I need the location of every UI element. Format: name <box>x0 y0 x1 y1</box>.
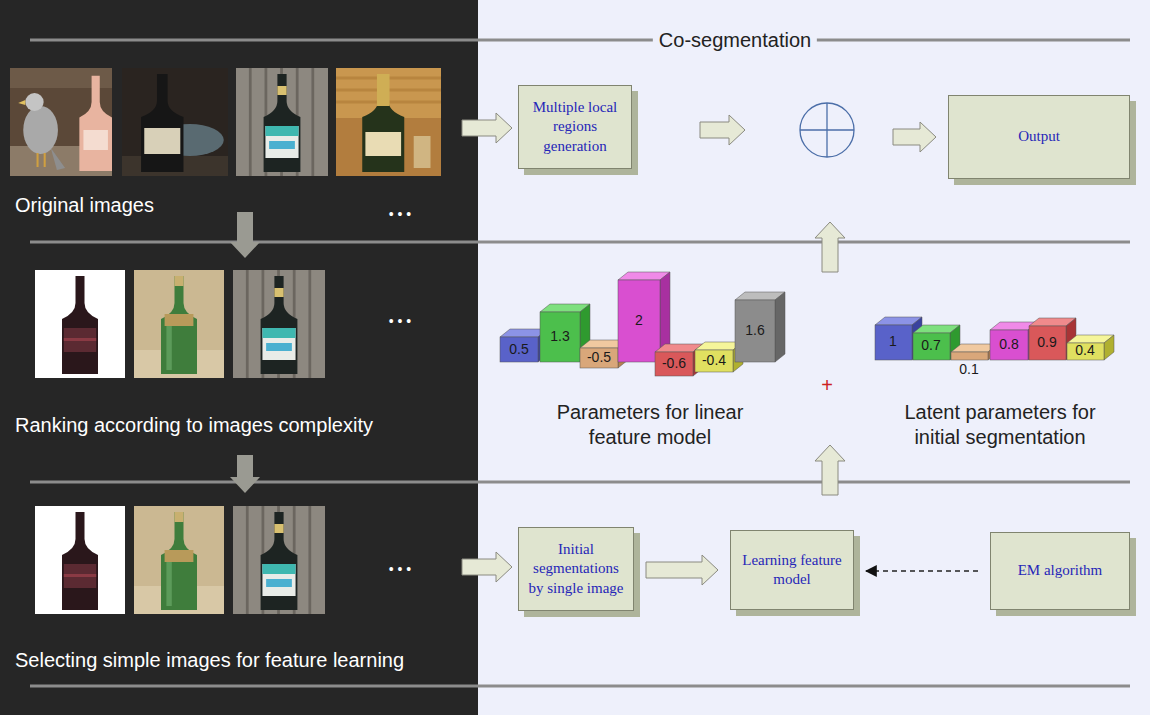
block-arrow <box>230 455 260 493</box>
bar-value: -0.5 <box>587 349 611 367</box>
process-box: Output <box>948 95 1130 179</box>
separator-lines <box>30 40 1130 686</box>
row-caption: Selecting simple images for feature lear… <box>15 648 404 673</box>
photo <box>233 270 325 378</box>
block-arrow <box>230 212 260 258</box>
photo-thumbnails <box>10 68 441 614</box>
photo <box>233 506 325 614</box>
bar-value: 0.4 <box>1075 342 1094 360</box>
bar-charts <box>500 272 1114 376</box>
process-box: Multiple local regions generation <box>518 85 632 169</box>
chart-caption: Parameters for linear feature model <box>538 400 763 450</box>
bar-value: 2 <box>635 312 643 330</box>
bar-3d <box>735 292 785 362</box>
box-label: Learning feature model <box>736 551 848 590</box>
row-caption: Original images <box>15 193 154 218</box>
row-caption: Ranking according to images complexity <box>15 413 373 438</box>
dark-panel <box>0 0 478 715</box>
light-panel <box>478 0 1150 715</box>
process-box: EM algorithm <box>990 532 1130 610</box>
photo <box>10 68 112 176</box>
bar-value: 0.8 <box>999 336 1018 354</box>
block-arrow <box>815 222 845 272</box>
plus-sign: + <box>821 373 833 398</box>
photo <box>336 68 441 176</box>
box-label: Initial segmentations by single image <box>524 540 628 599</box>
photo <box>35 270 125 378</box>
bar-value: -0.4 <box>702 352 726 370</box>
process-box: Initial segmentations by single image <box>518 527 634 611</box>
chart-caption: Latent parameters for initial segmentati… <box>888 400 1113 450</box>
bar-value: 0.7 <box>921 337 940 355</box>
block-arrow <box>462 552 512 582</box>
ellipsis: • • • <box>389 561 411 579</box>
bar-value: 1.3 <box>550 328 569 346</box>
box-label: Output <box>1018 127 1060 147</box>
photo <box>134 506 224 614</box>
photo <box>122 68 228 176</box>
bar-value: 0.5 <box>509 341 528 359</box>
photo <box>236 68 328 176</box>
photo <box>134 270 224 378</box>
bar-value: 0.9 <box>1037 334 1056 352</box>
block-arrow <box>462 113 512 143</box>
process-box: Learning feature model <box>730 530 854 610</box>
dashed-arrow <box>866 570 978 572</box>
section-heading: Co-segmentation <box>653 28 817 53</box>
block-arrow <box>893 122 936 152</box>
block-arrow <box>700 115 745 145</box>
block-arrow <box>646 555 718 585</box>
bar-3d <box>1067 335 1114 360</box>
bar-value: -0.6 <box>662 355 686 373</box>
ellipsis: • • • <box>389 313 411 331</box>
photo <box>35 506 125 614</box>
flow-arrows <box>230 113 936 582</box>
bar-value: 1.6 <box>745 322 764 340</box>
block-arrow <box>815 445 845 495</box>
box-label: Multiple local regions generation <box>524 98 626 157</box>
bar-value: 1 <box>889 333 897 351</box>
sum-symbol <box>800 103 854 157</box>
box-label: EM algorithm <box>1018 561 1103 581</box>
bar-value: 0.1 <box>959 361 978 379</box>
ellipsis: • • • <box>389 206 411 224</box>
